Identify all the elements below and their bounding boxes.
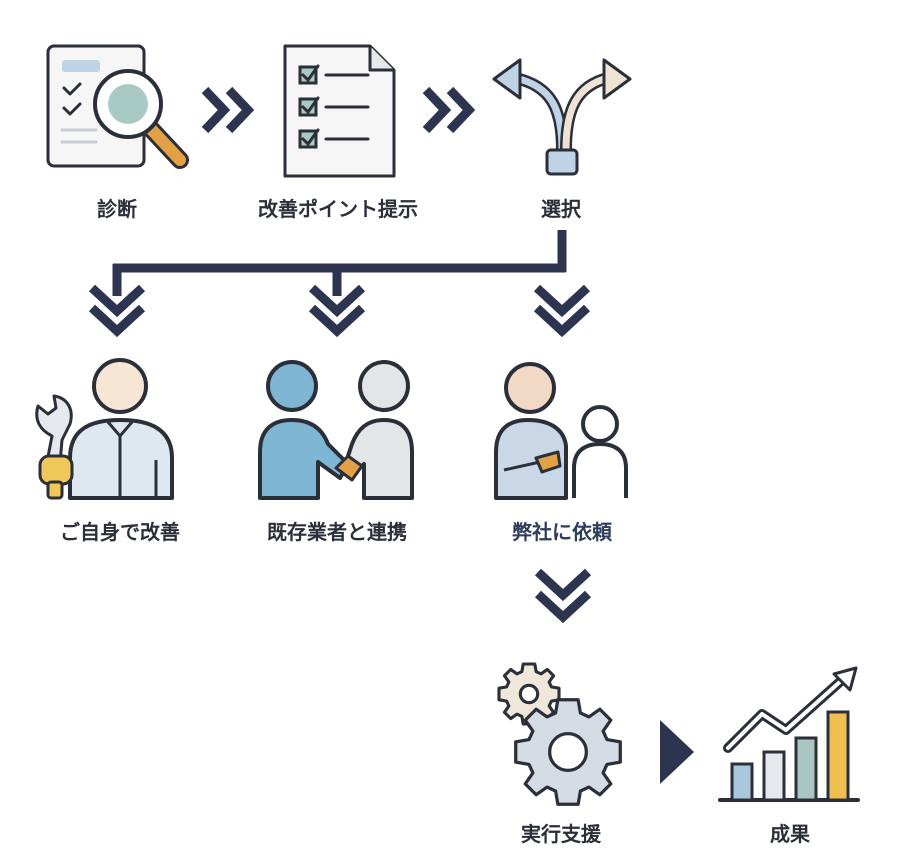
step-label-results: 成果 — [770, 822, 810, 846]
person-with-wrench-icon — [35, 358, 174, 500]
growth-chart-icon — [718, 666, 860, 802]
handshake-icon — [258, 360, 414, 500]
double-chevron-right-icon — [422, 86, 476, 134]
double-chevron-down-icon — [534, 568, 592, 624]
double-chevron-down-icon — [88, 284, 146, 338]
step-label-request-us: 弊社に依頼 — [512, 520, 612, 544]
fork-arrows-icon — [492, 58, 632, 176]
double-chevron-right-icon — [201, 86, 255, 134]
step-label-diy: ご自身で改善 — [60, 520, 180, 544]
double-chevron-down-icon — [533, 284, 591, 338]
step-label-improvement-points: 改善ポイント提示 — [258, 197, 418, 221]
branch-connector — [112, 230, 567, 296]
step-label-selection: 選択 — [541, 197, 581, 221]
checklist-document-icon — [283, 44, 396, 178]
step-label-execution-support: 実行支援 — [521, 822, 601, 846]
double-chevron-down-icon — [308, 284, 366, 338]
step-label-diagnosis: 診断 — [97, 197, 137, 221]
arrow-right-icon — [660, 720, 694, 784]
consultation-icon — [494, 362, 628, 500]
magnifier-document-icon — [46, 44, 189, 169]
step-label-existing-vendor: 既存業者と連携 — [267, 520, 407, 544]
gears-icon — [497, 662, 622, 806]
